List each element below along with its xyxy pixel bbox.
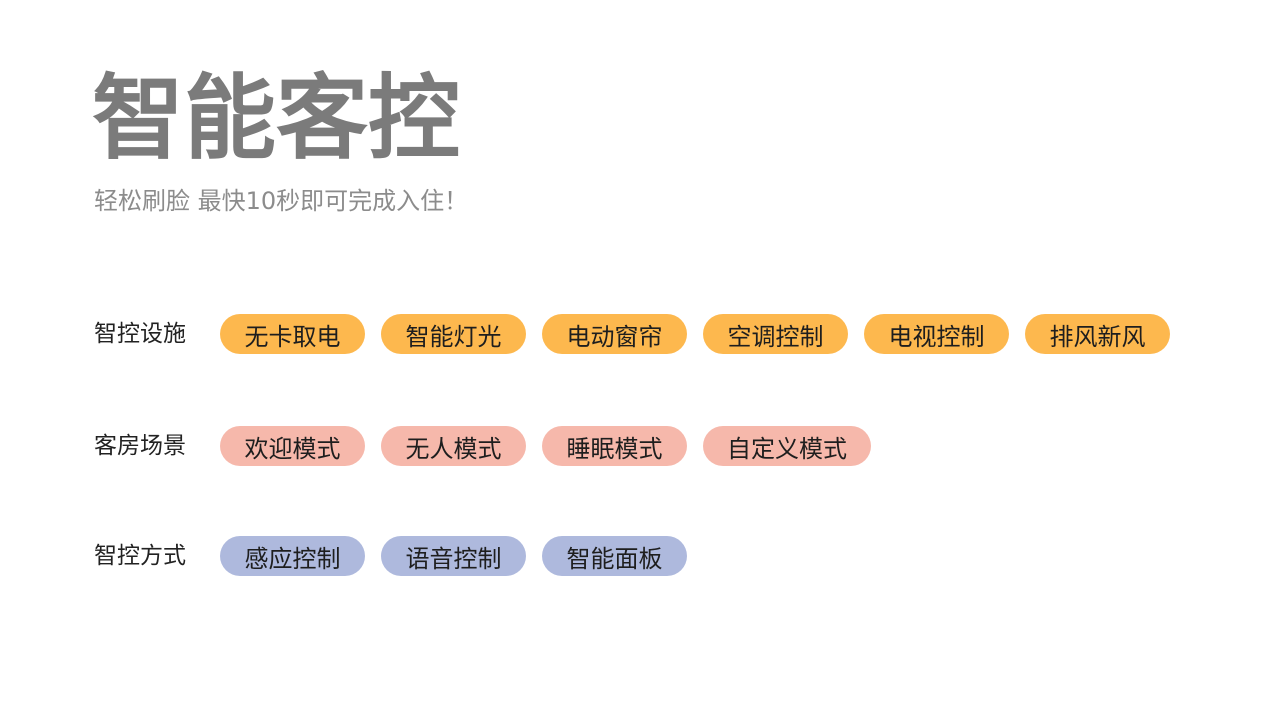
page-subtitle: 轻松刷脸 最快10秒即可完成入住！	[94, 187, 469, 215]
tag-unoccupied-mode[interactable]: 无人模式	[381, 426, 526, 466]
tag-custom-mode[interactable]: 自定义模式	[703, 426, 871, 466]
tag-tv-control[interactable]: 电视控制	[864, 314, 1009, 354]
facilities-tag-list: 无卡取电 智能灯光 电动窗帘 空调控制 电视控制 排风新风	[220, 314, 1186, 354]
tag-card-free-power[interactable]: 无卡取电	[220, 314, 365, 354]
tag-electric-curtain[interactable]: 电动窗帘	[542, 314, 687, 354]
methods-row: 智控方式 感应控制 语音控制 智能面板	[94, 536, 703, 576]
facilities-label: 智控设施	[94, 321, 186, 347]
page-title: 智能客控	[92, 65, 461, 172]
scenes-tag-list: 欢迎模式 无人模式 睡眠模式 自定义模式	[220, 426, 887, 466]
tag-smart-lighting[interactable]: 智能灯光	[381, 314, 526, 354]
tag-sensor-control[interactable]: 感应控制	[220, 536, 365, 576]
tag-smart-panel[interactable]: 智能面板	[542, 536, 687, 576]
scenes-label: 客房场景	[94, 433, 186, 459]
methods-label: 智控方式	[94, 543, 186, 569]
tag-welcome-mode[interactable]: 欢迎模式	[220, 426, 365, 466]
facilities-row: 智控设施 无卡取电 智能灯光 电动窗帘 空调控制 电视控制 排风新风	[94, 314, 1186, 354]
scenes-row: 客房场景 欢迎模式 无人模式 睡眠模式 自定义模式	[94, 426, 887, 466]
tag-voice-control[interactable]: 语音控制	[381, 536, 526, 576]
tag-sleep-mode[interactable]: 睡眠模式	[542, 426, 687, 466]
methods-tag-list: 感应控制 语音控制 智能面板	[220, 536, 703, 576]
tag-ventilation[interactable]: 排风新风	[1025, 314, 1170, 354]
tag-ac-control[interactable]: 空调控制	[703, 314, 848, 354]
